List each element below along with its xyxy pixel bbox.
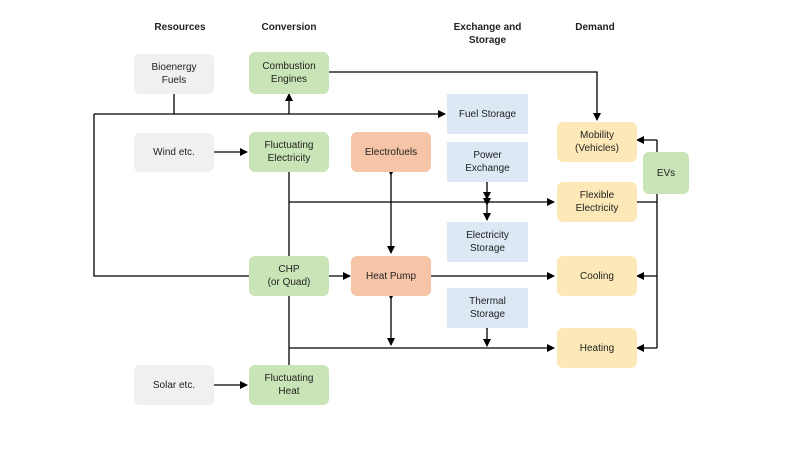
- header-exchange-storage: Exchange and Storage: [453, 22, 522, 46]
- node-fuel-storage: Fuel Storage: [447, 94, 528, 134]
- node-heating: Heating: [557, 328, 637, 368]
- node-label: Mobility (Vehicles): [575, 130, 619, 154]
- header-resources: Resources: [154, 22, 206, 33]
- node-label: Fuel Storage: [458, 108, 517, 120]
- node-label: Flexible Electricity: [575, 190, 619, 214]
- node-label: Bioenergy Fuels: [151, 62, 197, 86]
- node-label: CHP (or Quad): [267, 264, 311, 288]
- node-evs: EVs: [643, 152, 689, 194]
- header-conversion: Conversion: [261, 22, 317, 33]
- combustion-to-mobility: [329, 71, 601, 121]
- node-label: EVs: [656, 167, 676, 179]
- node-electrofuels: Electrofuels: [351, 132, 431, 172]
- node-heat-pump: Heat Pump: [351, 256, 431, 296]
- node-label: Combustion Engines: [262, 61, 316, 85]
- node-label: Heat Pump: [365, 270, 417, 282]
- node-fluctuating-electricity: Fluctuating Electricity: [249, 132, 329, 172]
- node-label: Wind etc.: [153, 147, 195, 158]
- node-fluctuating-heat: Fluctuating Heat: [249, 365, 329, 405]
- node-flexible-electricity: Flexible Electricity: [557, 182, 637, 222]
- node-mobility: Mobility (Vehicles): [557, 122, 637, 162]
- node-combustion-engines: Combustion Engines: [249, 52, 329, 94]
- node-label: Thermal Storage: [469, 296, 506, 320]
- node-chp: CHP (or Quad): [249, 256, 329, 296]
- node-cooling: Cooling: [557, 256, 637, 296]
- node-label: Fluctuating Electricity: [264, 140, 314, 164]
- node-label: Electricity Storage: [466, 230, 509, 254]
- node-label: Power Exchange: [465, 150, 510, 174]
- header-demand: Demand: [575, 22, 615, 33]
- node-bioenergy-fuels: Bioenergy Fuels: [134, 54, 214, 94]
- node-solar: Solar etc.: [134, 365, 214, 405]
- node-label: Solar etc.: [152, 379, 196, 391]
- node-electricity-storage: Electricity Storage: [447, 222, 528, 262]
- node-label: Heating: [579, 342, 615, 354]
- node-label: Cooling: [580, 270, 614, 282]
- node-label: Fluctuating Heat: [264, 373, 314, 397]
- node-thermal-storage: Thermal Storage: [447, 288, 528, 328]
- node-wind: Wind etc.: [134, 133, 214, 172]
- left-bus-to-chp: [93, 114, 249, 277]
- node-power-exchange: Power Exchange: [447, 142, 528, 182]
- node-label: Electrofuels: [364, 146, 418, 158]
